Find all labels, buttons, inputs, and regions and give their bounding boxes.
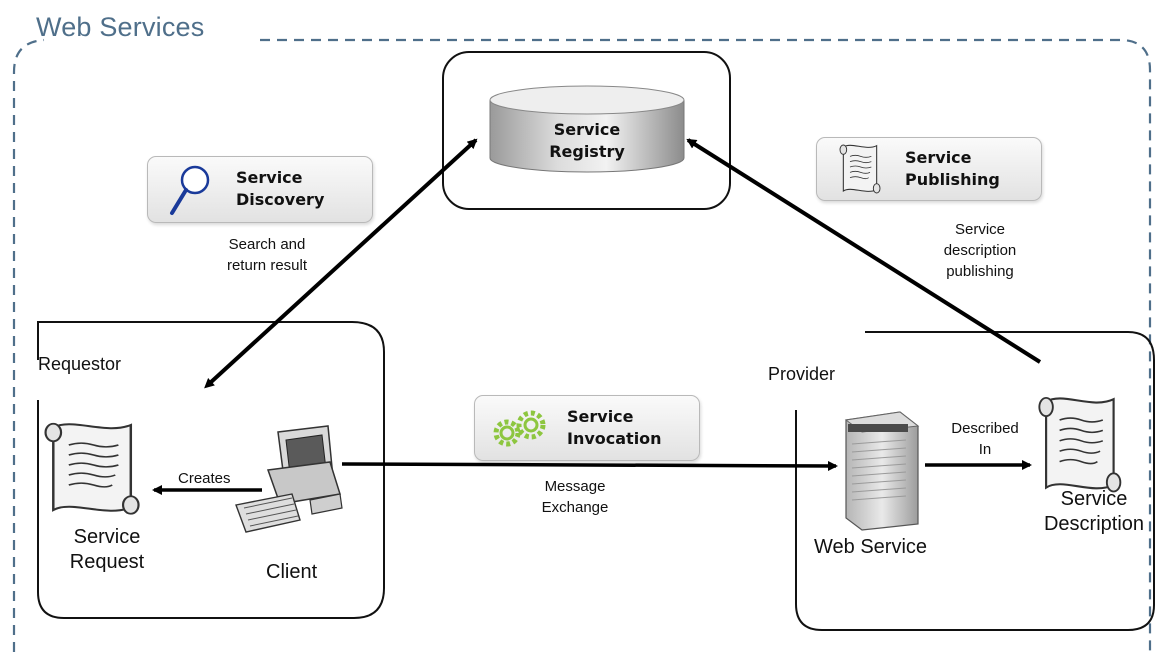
- discovery-label-line1: Service: [236, 168, 303, 187]
- database-icon: [489, 85, 685, 173]
- publishing-label-line1: Service: [905, 148, 972, 167]
- invocation-note-line1: Message: [544, 478, 606, 495]
- publishing-note-line3: publishing: [946, 263, 1014, 280]
- discovery-label: Service Discovery: [236, 167, 324, 211]
- invocation-label: Service Invocation: [567, 406, 662, 450]
- service-request-label: Service Request: [48, 525, 166, 575]
- server-icon: [844, 411, 920, 531]
- discovery-note: Search and return result: [212, 234, 322, 276]
- creates-label: Creates: [178, 470, 231, 487]
- publishing-note: Service description publishing: [920, 219, 1040, 282]
- service-description-line2: Description: [1043, 513, 1145, 535]
- computer-icon: [235, 425, 343, 533]
- registry-label-line2: Registry: [549, 142, 625, 161]
- requestor-title: Requestor: [38, 354, 122, 374]
- described-in-line2: In: [978, 441, 992, 458]
- service-request-scroll-icon: [44, 422, 140, 515]
- invocation-note-line2: Exchange: [541, 499, 609, 516]
- publishing-label-line2: Publishing: [905, 170, 1000, 189]
- web-services-frame: [12, 38, 1152, 652]
- registry-label: Service Registry: [528, 119, 646, 163]
- discovery-note-line2: return result: [226, 257, 308, 274]
- provider-box: [795, 331, 1155, 631]
- service-description-scroll-icon: [1038, 396, 1122, 493]
- invocation-label-line2: Invocation: [567, 429, 662, 448]
- registry-label-line1: Service: [553, 120, 621, 139]
- discovery-label-line2: Discovery: [236, 190, 325, 209]
- publishing-label: Service Publishing: [905, 147, 1000, 191]
- gears-icon: [493, 410, 546, 447]
- invocation-arrow: [341, 460, 838, 471]
- publishing-note-line1: Service: [954, 221, 1006, 238]
- described-in-line1: Described: [951, 420, 1019, 437]
- service-request-line2: Request: [69, 551, 145, 573]
- frame-title: Web Services: [36, 12, 205, 42]
- service-publishing-badge: Service Publishing: [816, 137, 1042, 201]
- service-discovery-badge: Service Discovery: [147, 156, 373, 223]
- client-label: Client: [266, 561, 318, 583]
- discovery-note-line1: Search and: [228, 236, 306, 253]
- publishing-arrow: [686, 138, 1042, 364]
- scroll-icon: [839, 144, 881, 194]
- provider-title: Provider: [768, 364, 836, 384]
- publishing-note-line2: description: [943, 242, 1017, 259]
- invocation-label-line1: Service: [567, 407, 634, 426]
- described-in-label: Described In: [935, 418, 1035, 460]
- service-description-line1: Service: [1060, 488, 1128, 510]
- discovery-arrow: [204, 138, 478, 389]
- service-invocation-badge: Service Invocation: [474, 395, 700, 461]
- magnifier-icon: [170, 165, 210, 215]
- service-description-label: Service Description: [1034, 487, 1154, 537]
- invocation-note: Message Exchange: [520, 476, 630, 518]
- web-service-label: Web Service: [814, 536, 928, 558]
- service-request-line1: Service: [73, 526, 141, 548]
